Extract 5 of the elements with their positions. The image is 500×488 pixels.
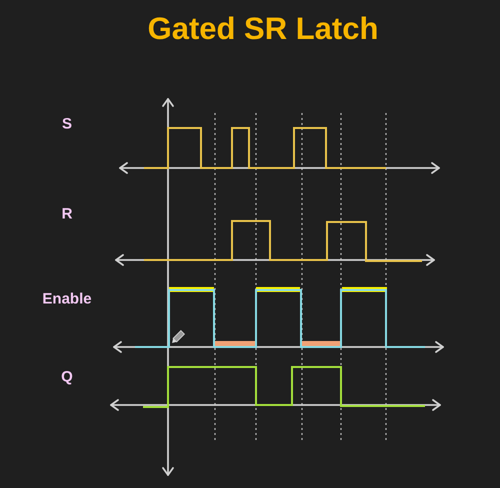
signal-label: Enable	[42, 292, 92, 306]
title: Gated SR Latch	[148, 13, 378, 44]
signal-label: Q	[61, 370, 73, 384]
signal-label: S	[62, 116, 72, 132]
signal-label: R	[62, 206, 72, 222]
